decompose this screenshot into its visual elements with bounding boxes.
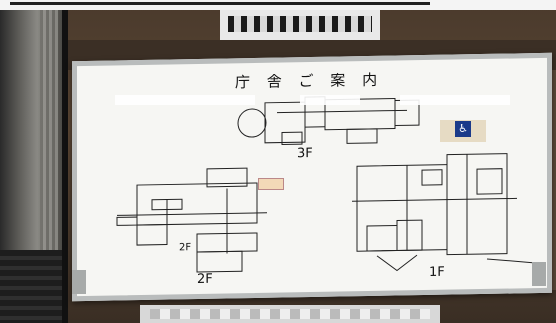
plan-1f bbox=[352, 153, 538, 272]
bottom-fixture-slots bbox=[150, 309, 430, 319]
light-reflection-center bbox=[300, 95, 360, 105]
ceiling-vent-slots bbox=[228, 16, 372, 32]
light-reflection-right bbox=[400, 95, 510, 105]
light-reflection-left bbox=[115, 95, 255, 105]
current-location-tag bbox=[258, 178, 284, 190]
board-clip-right bbox=[532, 262, 546, 286]
photo-top-edge bbox=[0, 0, 556, 10]
floor-label-2f-inner: 2F bbox=[179, 242, 192, 254]
left-pillar-texture bbox=[40, 10, 58, 260]
photo-divider bbox=[62, 10, 68, 323]
floor-label-3f: 3F bbox=[297, 145, 313, 162]
photo-top-bar bbox=[10, 2, 430, 5]
plan-2f bbox=[116, 167, 267, 273]
floor-guide-board: 庁 舎 ご 案 内 bbox=[72, 52, 552, 302]
left-floor bbox=[0, 250, 62, 323]
floor-label-1f: 1F bbox=[429, 264, 445, 280]
board-clip-left bbox=[72, 270, 86, 294]
floor-label-2f: 2F bbox=[197, 271, 213, 288]
wheelchair-icon: ♿ bbox=[455, 121, 471, 137]
floor-plans-drawing bbox=[116, 96, 538, 273]
